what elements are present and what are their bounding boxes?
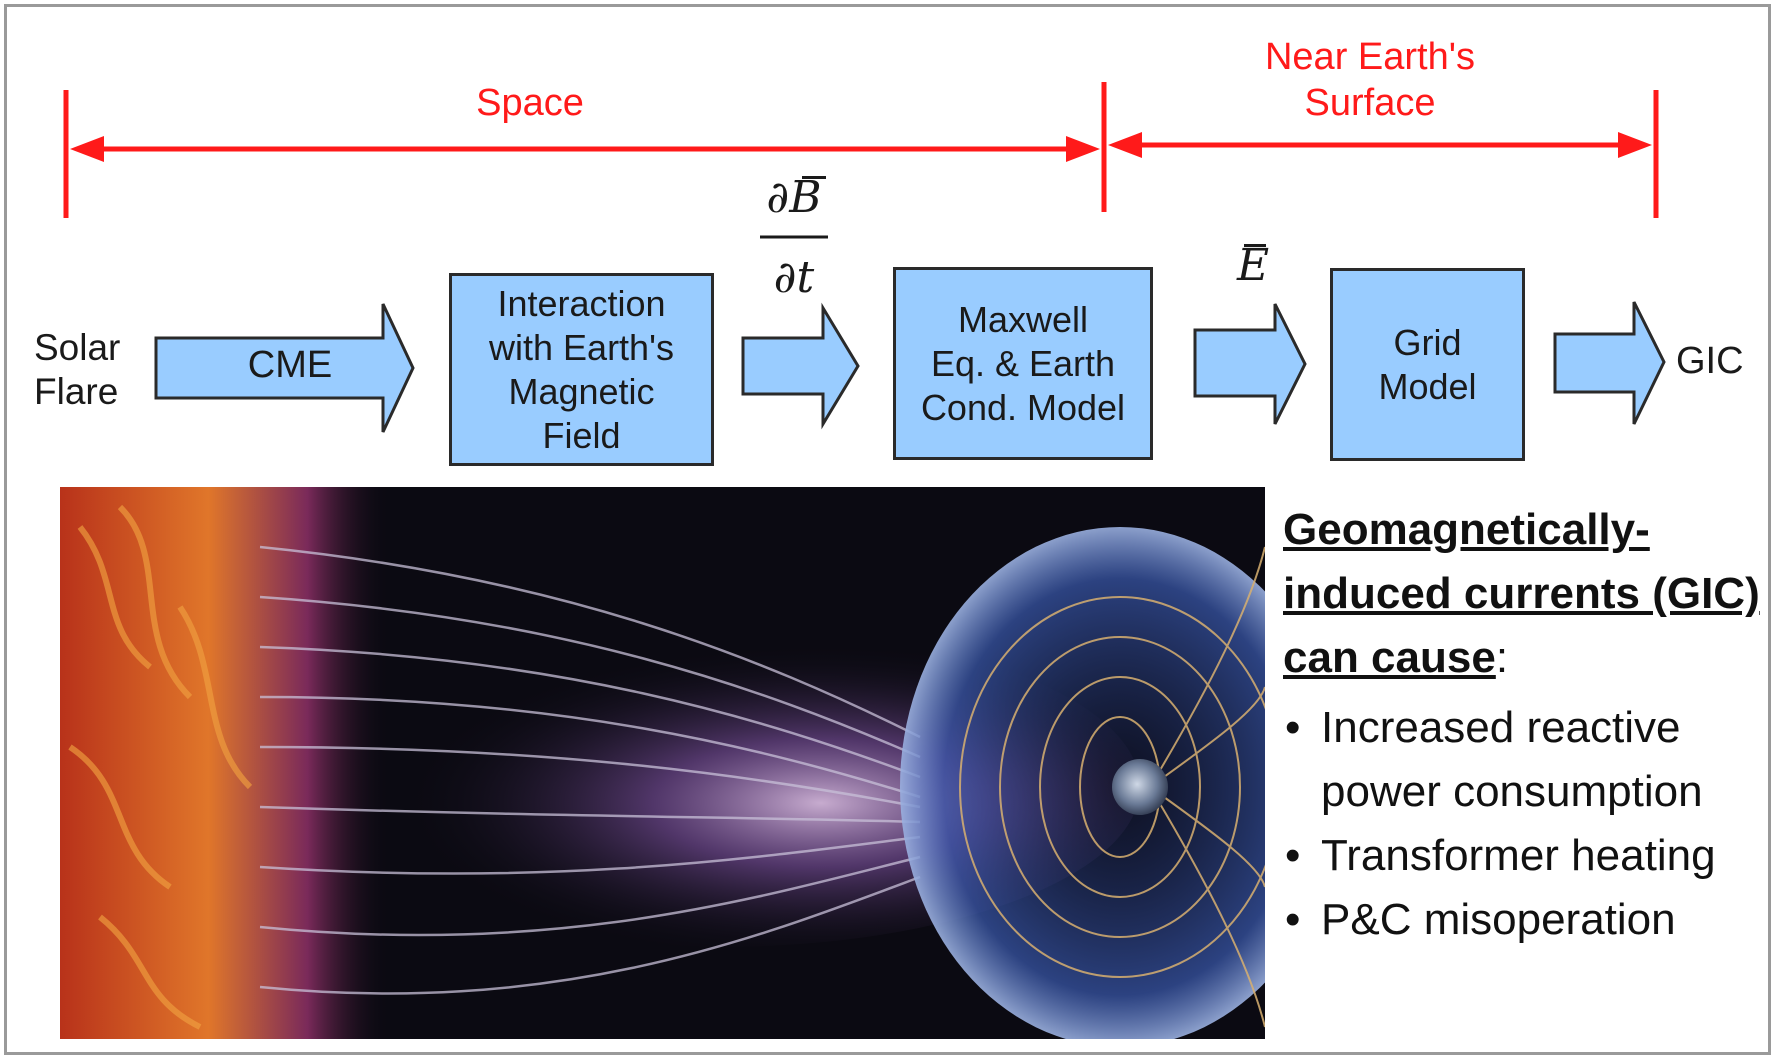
- gic-heading-colon: :: [1495, 633, 1509, 682]
- list-item-text: Transformer heating: [1321, 831, 1716, 880]
- bullet-glyph: •: [1285, 831, 1301, 880]
- list-item: • Increased reactive power consumption: [1283, 696, 1773, 824]
- list-item-text: Increased reactive power consumption: [1321, 703, 1703, 816]
- bullet-glyph: •: [1285, 703, 1301, 752]
- arrow-dbdt: [741, 302, 860, 430]
- dbdt-numerator-text: ∂B: [766, 172, 822, 223]
- gic-effects-list: • Increased reactive power consumption •…: [1283, 696, 1773, 952]
- near-earth-span-marker: [1108, 90, 1659, 218]
- bullet-glyph: •: [1285, 895, 1301, 944]
- solar-wind-magnetosphere-image: [60, 487, 1265, 1039]
- gic-output-label: GIC: [1676, 340, 1744, 382]
- solar-flare-label: Solar Flare: [34, 326, 120, 414]
- near-earth-label-line2: Surface: [1304, 82, 1436, 124]
- list-item: • P&C misoperation: [1283, 888, 1773, 952]
- arrow-cme: [154, 303, 415, 433]
- magnetic-field-interaction-box: Interaction with Earth's Magnetic Field: [449, 273, 714, 466]
- gic-heading-line1: Geomagnetically-: [1283, 505, 1650, 554]
- dbdt-denominator: ∂t: [773, 252, 815, 303]
- b-vector-bar: [802, 176, 826, 179]
- grid-model-box: Grid Model: [1330, 268, 1525, 461]
- near-earth-label-line1: Near Earth's: [1264, 36, 1475, 78]
- gic-effects-panel: Geomagnetically- induced currents (GIC) …: [1283, 498, 1773, 952]
- space-region-label: Space: [476, 82, 584, 124]
- gic-heading-line2: induced currents (GIC): [1283, 569, 1760, 618]
- solar-flare-line2: Flare: [34, 371, 119, 412]
- e-field-symbol: E: [1228, 240, 1278, 291]
- arrow-e-field: [1193, 303, 1307, 425]
- e-field-text: E: [1236, 240, 1270, 291]
- gic-heading: Geomagnetically- induced currents (GIC) …: [1283, 498, 1773, 690]
- figure-frame: [4, 4, 1771, 1055]
- arrow-gic: [1553, 301, 1666, 425]
- gic-heading-line3: can cause: [1283, 633, 1496, 682]
- e-vector-bar: [1244, 244, 1266, 247]
- list-item: • Transformer heating: [1283, 824, 1773, 888]
- near-earth-region-label: Near Earth's Surface: [1200, 34, 1540, 126]
- maxwell-earth-model-box: Maxwell Eq. & Earth Cond. Model: [893, 267, 1153, 460]
- cme-label: CME: [247, 344, 333, 386]
- solar-flare-line1: Solar: [34, 327, 121, 368]
- space-span-marker: [63, 82, 1107, 218]
- magnetosphere-illustration: [60, 487, 1265, 1039]
- dbdt-numerator: ∂B: [748, 172, 840, 223]
- list-item-text: P&C misoperation: [1321, 895, 1676, 944]
